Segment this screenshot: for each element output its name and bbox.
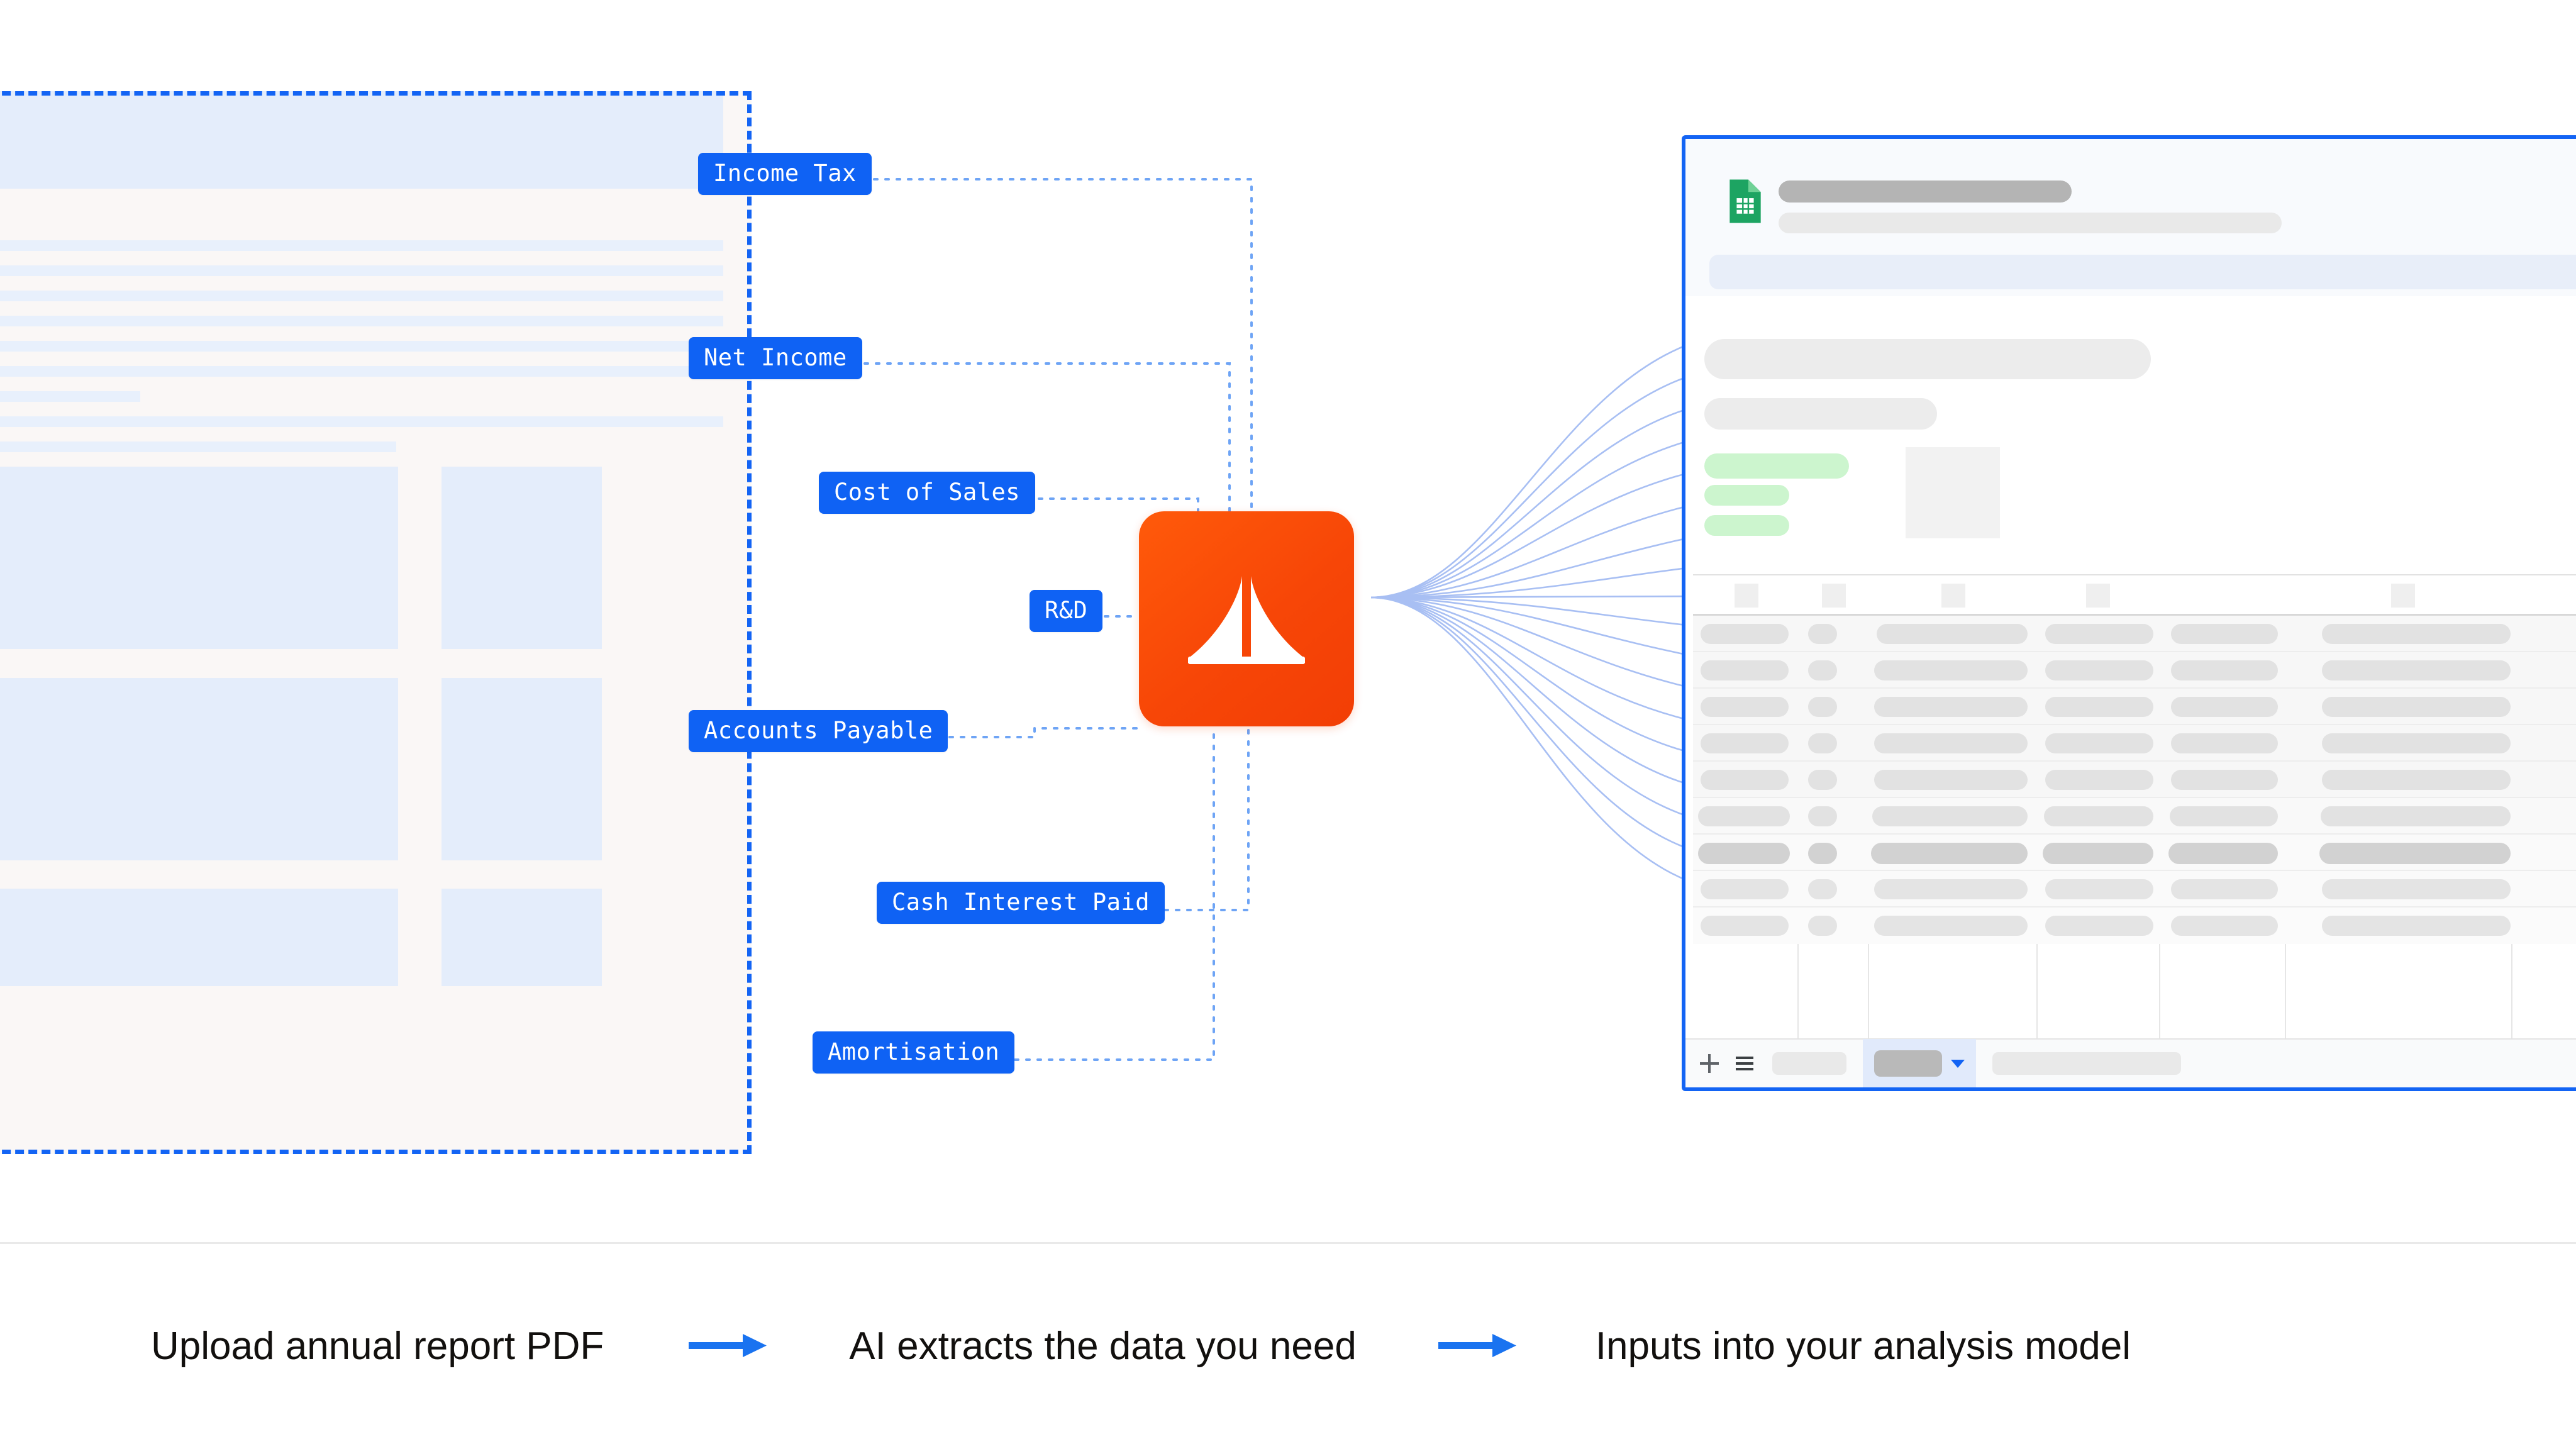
sheet-subtitle-skeleton (1779, 213, 2282, 233)
sheet-tab-label-skeleton (1874, 1050, 1942, 1077)
sheet-table[interactable] (1693, 574, 2576, 1038)
chip-accounts-payable[interactable]: Accounts Payable (689, 710, 948, 752)
table-row[interactable] (1693, 871, 2576, 908)
chip-rd[interactable]: R&D (1030, 590, 1103, 632)
plus-icon[interactable] (1699, 1053, 1721, 1074)
sheet-header (1685, 139, 2576, 296)
table-row[interactable] (1693, 762, 2576, 798)
chip-income-tax[interactable]: Income Tax (698, 153, 872, 195)
arrow-right-icon (1438, 1334, 1516, 1357)
arrow-right-icon (689, 1334, 767, 1357)
caption-step-upload: Upload annual report PDF (151, 1324, 604, 1368)
chip-cost-of-sales[interactable]: Cost of Sales (819, 472, 1036, 514)
sheet-title-skeleton (1779, 180, 2072, 203)
cell-skeleton-wide (1704, 339, 2151, 379)
chip-net-income[interactable]: Net Income (689, 337, 862, 379)
annual-report-pdf-skeleton (0, 91, 752, 1154)
table-header-row (1693, 575, 2576, 616)
sheets-icon (1729, 179, 1761, 223)
table-row[interactable] (1693, 835, 2576, 871)
table-row[interactable] (1693, 798, 2576, 835)
caption-step-extract: AI extracts the data you need (849, 1324, 1357, 1368)
cell-skeleton-med (1704, 398, 1937, 430)
google-sheets-window[interactable] (1682, 135, 2576, 1091)
table-row[interactable] (1693, 652, 2576, 689)
caption-step-input: Inputs into your analysis model (1595, 1324, 2131, 1368)
chip-cash-interest-paid[interactable]: Cash Interest Paid (877, 882, 1165, 924)
sheet-tab-active[interactable] (1863, 1039, 1976, 1087)
workflow-caption: Upload annual report PDF AI extracts the… (0, 1289, 2576, 1402)
table-row[interactable] (1693, 689, 2576, 725)
sheet-toolbar-skeleton (1709, 255, 2576, 289)
chip-amortisation[interactable]: Amortisation (813, 1031, 1015, 1074)
footer-divider (0, 1242, 2576, 1244)
highlight-cell-3 (1704, 515, 1789, 536)
table-row[interactable] (1693, 616, 2576, 652)
sheet-tab[interactable] (1772, 1052, 1846, 1075)
chart-placeholder-block (1906, 447, 2000, 538)
table-row[interactable] (1693, 908, 2576, 944)
chevron-down-icon[interactable] (1951, 1059, 1965, 1068)
highlight-cell-2 (1704, 485, 1789, 506)
highlight-cell-1 (1704, 453, 1849, 479)
mountain-logo (1139, 511, 1354, 726)
hamburger-menu-icon[interactable] (1735, 1053, 1756, 1074)
sheet-tab-bar[interactable] (1685, 1038, 2576, 1087)
data-flow-fan (1371, 333, 1723, 892)
table-row[interactable] (1693, 725, 2576, 762)
sheet-body (1685, 296, 2576, 1087)
sheet-tab[interactable] (1992, 1052, 2181, 1075)
mountain-glyph-icon (1188, 576, 1305, 664)
